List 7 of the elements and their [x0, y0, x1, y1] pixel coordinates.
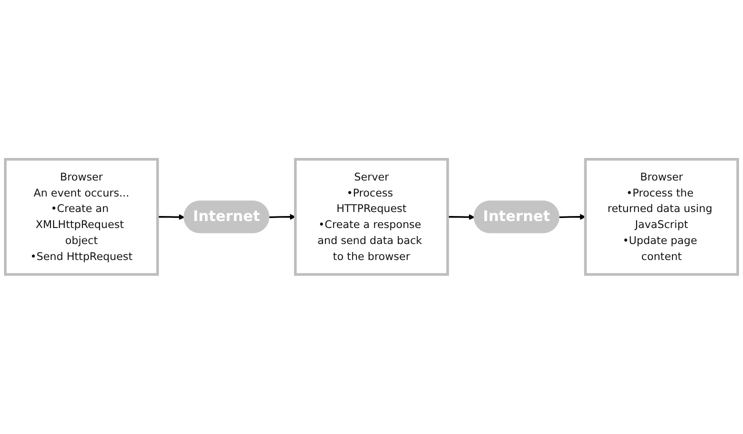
- node-box: Browser An event occurs... •Create an XMLHttpRequest object •Send HttpRequest: [4, 158, 159, 276]
- node-box: Browser •Process the returned data using JavaScript •Update page content: [584, 158, 739, 276]
- arrow: [269, 214, 296, 220]
- arrow: [559, 214, 586, 220]
- node-box: Server •Process HTTPRequest •Create a response and send data back to the browser: [294, 158, 449, 276]
- arrow: [448, 214, 475, 220]
- arrow: [158, 214, 185, 220]
